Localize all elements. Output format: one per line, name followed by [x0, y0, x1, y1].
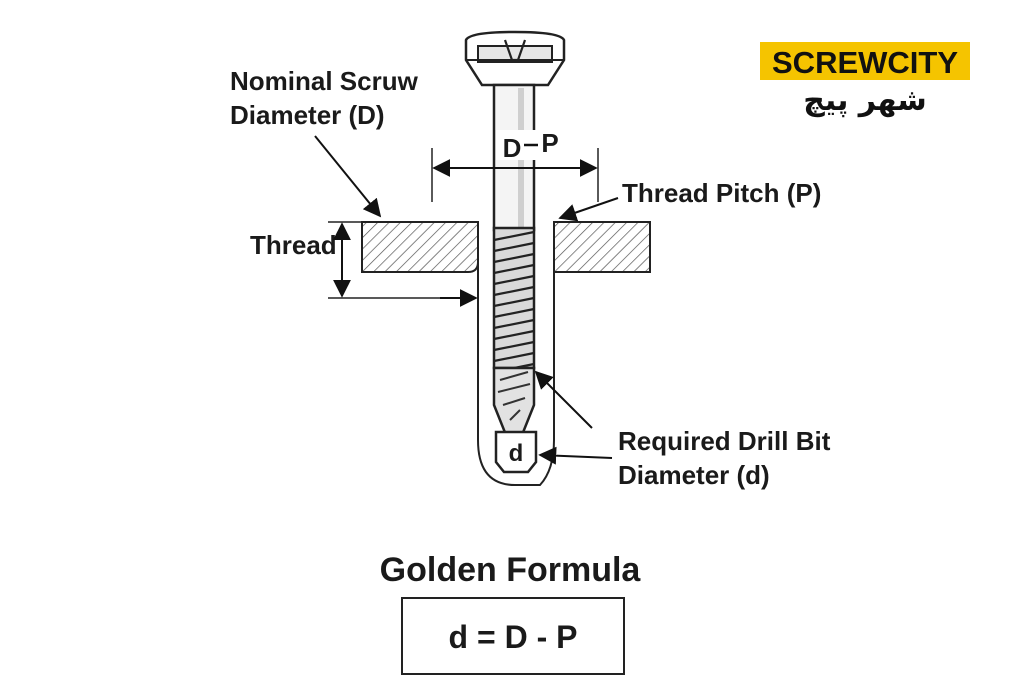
dp-p-letter: P — [541, 128, 558, 158]
thread-ridge — [493, 274, 535, 286]
nominal-leader — [314, 135, 382, 218]
plate-left — [361, 221, 479, 273]
nominal-label-line2: Diameter (D) — [230, 100, 385, 130]
drill-label-line2: Diameter (d) — [618, 460, 770, 490]
material-plate — [361, 221, 651, 486]
thread-ridge — [493, 329, 535, 341]
formula-box — [401, 597, 625, 675]
thread-ridge — [493, 296, 535, 308]
drill-label-line1: Required Drill Bit — [618, 426, 831, 456]
screw-slot — [477, 45, 553, 63]
thread-ridge — [493, 241, 535, 253]
thread-ridge — [493, 230, 535, 242]
thread-ridge — [493, 252, 535, 264]
logo-text: SCREWCITY — [772, 45, 958, 80]
thread-ridge — [493, 285, 535, 297]
thread-pitch-label: Thread Pitch (P) — [622, 178, 821, 208]
logo-background — [760, 42, 970, 80]
thread-ridge — [493, 307, 535, 319]
brand-logo: SCREWCITY شهر پیچ — [760, 42, 970, 118]
formula-title: Golden Formula — [380, 551, 642, 589]
dp-dimension: D P — [431, 128, 599, 202]
thread-pitch-leader — [558, 197, 619, 222]
nominal-label-line1: Nominal Scruw — [230, 66, 419, 96]
drill-leader-tip — [538, 446, 613, 465]
plate-right — [553, 221, 651, 273]
screw: d — [464, 30, 566, 474]
thread-ridge — [493, 318, 535, 330]
dp-d-letter: D — [503, 133, 522, 163]
formula-expression: d = D - P — [449, 619, 578, 655]
drill-leader-upper — [534, 370, 593, 429]
thread-ridge — [493, 351, 535, 363]
thread-ridge — [493, 340, 535, 352]
tip-d-label: d — [509, 440, 524, 467]
drill-point — [492, 366, 536, 442]
logo-arabic-text: شهر پیچ — [803, 83, 927, 118]
drill-tip — [494, 430, 538, 474]
thread-label: Thread — [250, 230, 337, 260]
thread-ridge — [493, 263, 535, 275]
